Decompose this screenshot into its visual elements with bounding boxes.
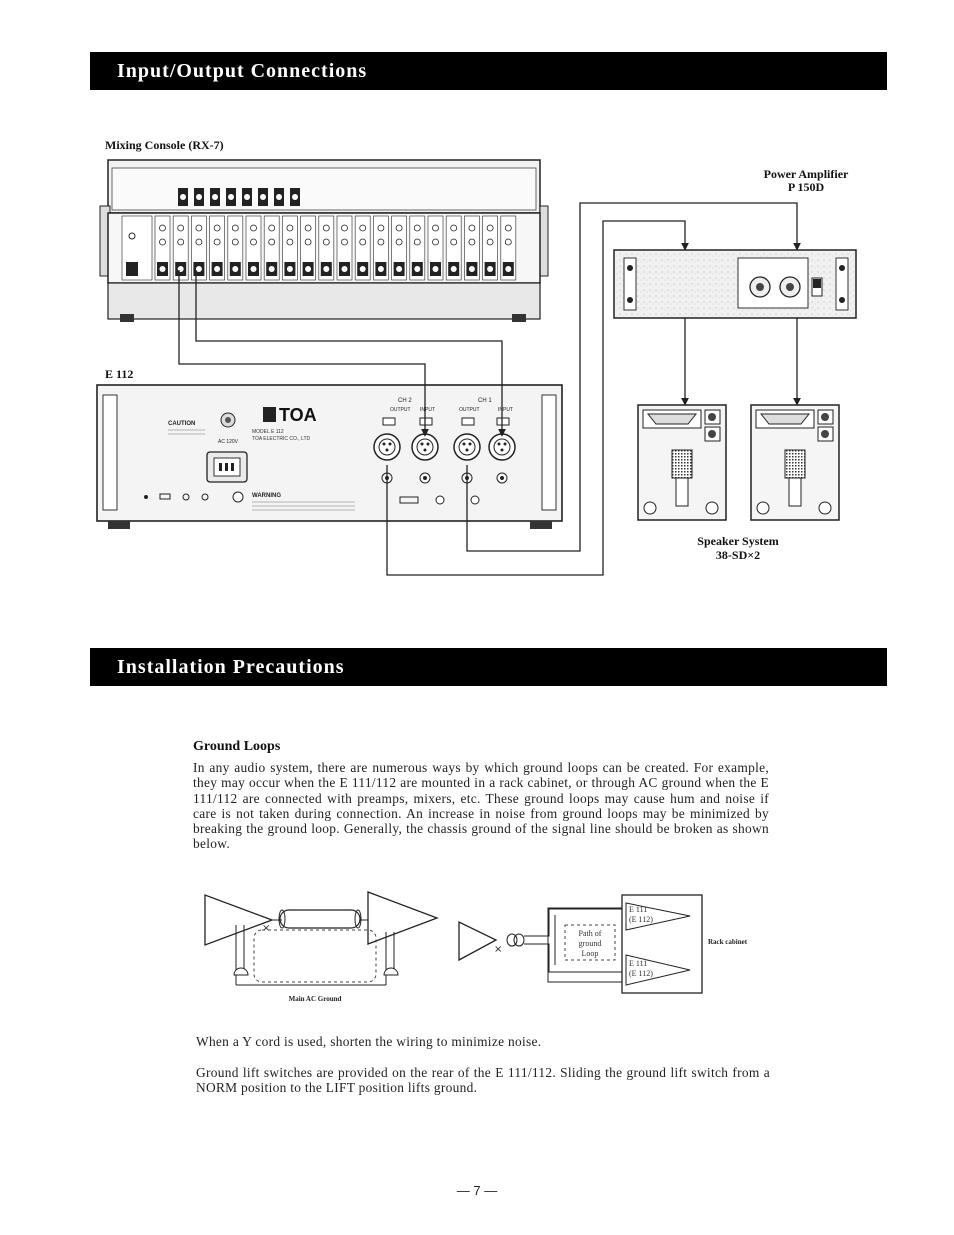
connection-wires: [178, 202, 801, 576]
ground-lift-note: Ground lift switches are provided on the…: [196, 1065, 770, 1096]
mixing-console: [99, 159, 549, 322]
amp-label-1: Power Amplifier: [763, 167, 849, 181]
y-cord-note: When a Y cord is used, shorten the wirin…: [196, 1034, 542, 1049]
ground-loop-figure-right: × E 111 (E 112) E 111 (E 112) Path of gr…: [458, 894, 748, 994]
svg-text:INPUT: INPUT: [498, 407, 513, 413]
svg-text:CAUTION: CAUTION: [168, 421, 195, 427]
mixer-channel-strips: [121, 215, 517, 281]
svg-text:AC 120V: AC 120V: [218, 439, 239, 445]
power-amplifier: [613, 249, 857, 319]
e112-brand-logo: TOA: [279, 405, 317, 425]
ground-loop-figure-left: × Main AC Ground: [204, 891, 439, 1003]
e112-ch1-input-xlr: [488, 433, 516, 461]
e112-ch2-output-xlr: [373, 433, 401, 461]
ground-loops-paragraph: In any audio system, there are numerous …: [193, 760, 769, 852]
svg-text:WARNING: WARNING: [252, 493, 281, 499]
svg-text:Path of: Path of: [579, 929, 602, 938]
svg-text:CH 2: CH 2: [398, 398, 412, 404]
svg-text:×: ×: [262, 923, 270, 934]
mixer-top-jacks: [178, 188, 300, 206]
section-title-io: Input/Output Connections: [90, 52, 887, 90]
svg-text:E 111: E 111: [629, 905, 647, 914]
speaker-label-1: Speaker System: [697, 534, 779, 548]
speaker-left: [637, 404, 727, 521]
svg-text:E 111: E 111: [629, 959, 647, 968]
speaker-label-2: 38-SD×2: [715, 548, 761, 562]
e112-rear-panel: TOA MODEL E 112 TOA ELECTRIC CO., LTD CA…: [96, 384, 563, 529]
svg-text:ground: ground: [579, 939, 602, 948]
main-ac-ground-label: Main AC Ground: [289, 995, 342, 1003]
speaker-right: [750, 404, 840, 521]
svg-text:OUTPUT: OUTPUT: [459, 407, 480, 413]
rack-cabinet-label: Rack cabinet: [708, 938, 748, 946]
ground-loops-heading: Ground Loops: [193, 739, 281, 754]
page-number: — 7 —: [456, 1183, 498, 1198]
svg-text:INPUT: INPUT: [420, 407, 435, 413]
svg-text:TOA ELECTRIC CO., LTD: TOA ELECTRIC CO., LTD: [252, 436, 311, 442]
svg-text:Loop: Loop: [582, 949, 599, 958]
e112-label: E 112: [105, 367, 134, 381]
svg-text:(E 112): (E 112): [629, 969, 653, 978]
amp-label-2: P 150D: [787, 180, 825, 194]
section-title-installation: Installation Precautions: [90, 648, 887, 686]
svg-text:×: ×: [494, 944, 502, 955]
svg-text:CH 1: CH 1: [478, 398, 492, 404]
svg-text:MODEL E 112: MODEL E 112: [252, 429, 284, 435]
svg-text:OUTPUT: OUTPUT: [390, 407, 411, 413]
e112-ch2-input-xlr: [411, 433, 439, 461]
e112-ch1-output-xlr: [453, 433, 481, 461]
mixer-label: Mixing Console (RX-7): [105, 138, 224, 152]
svg-text:(E 112): (E 112): [629, 915, 653, 924]
